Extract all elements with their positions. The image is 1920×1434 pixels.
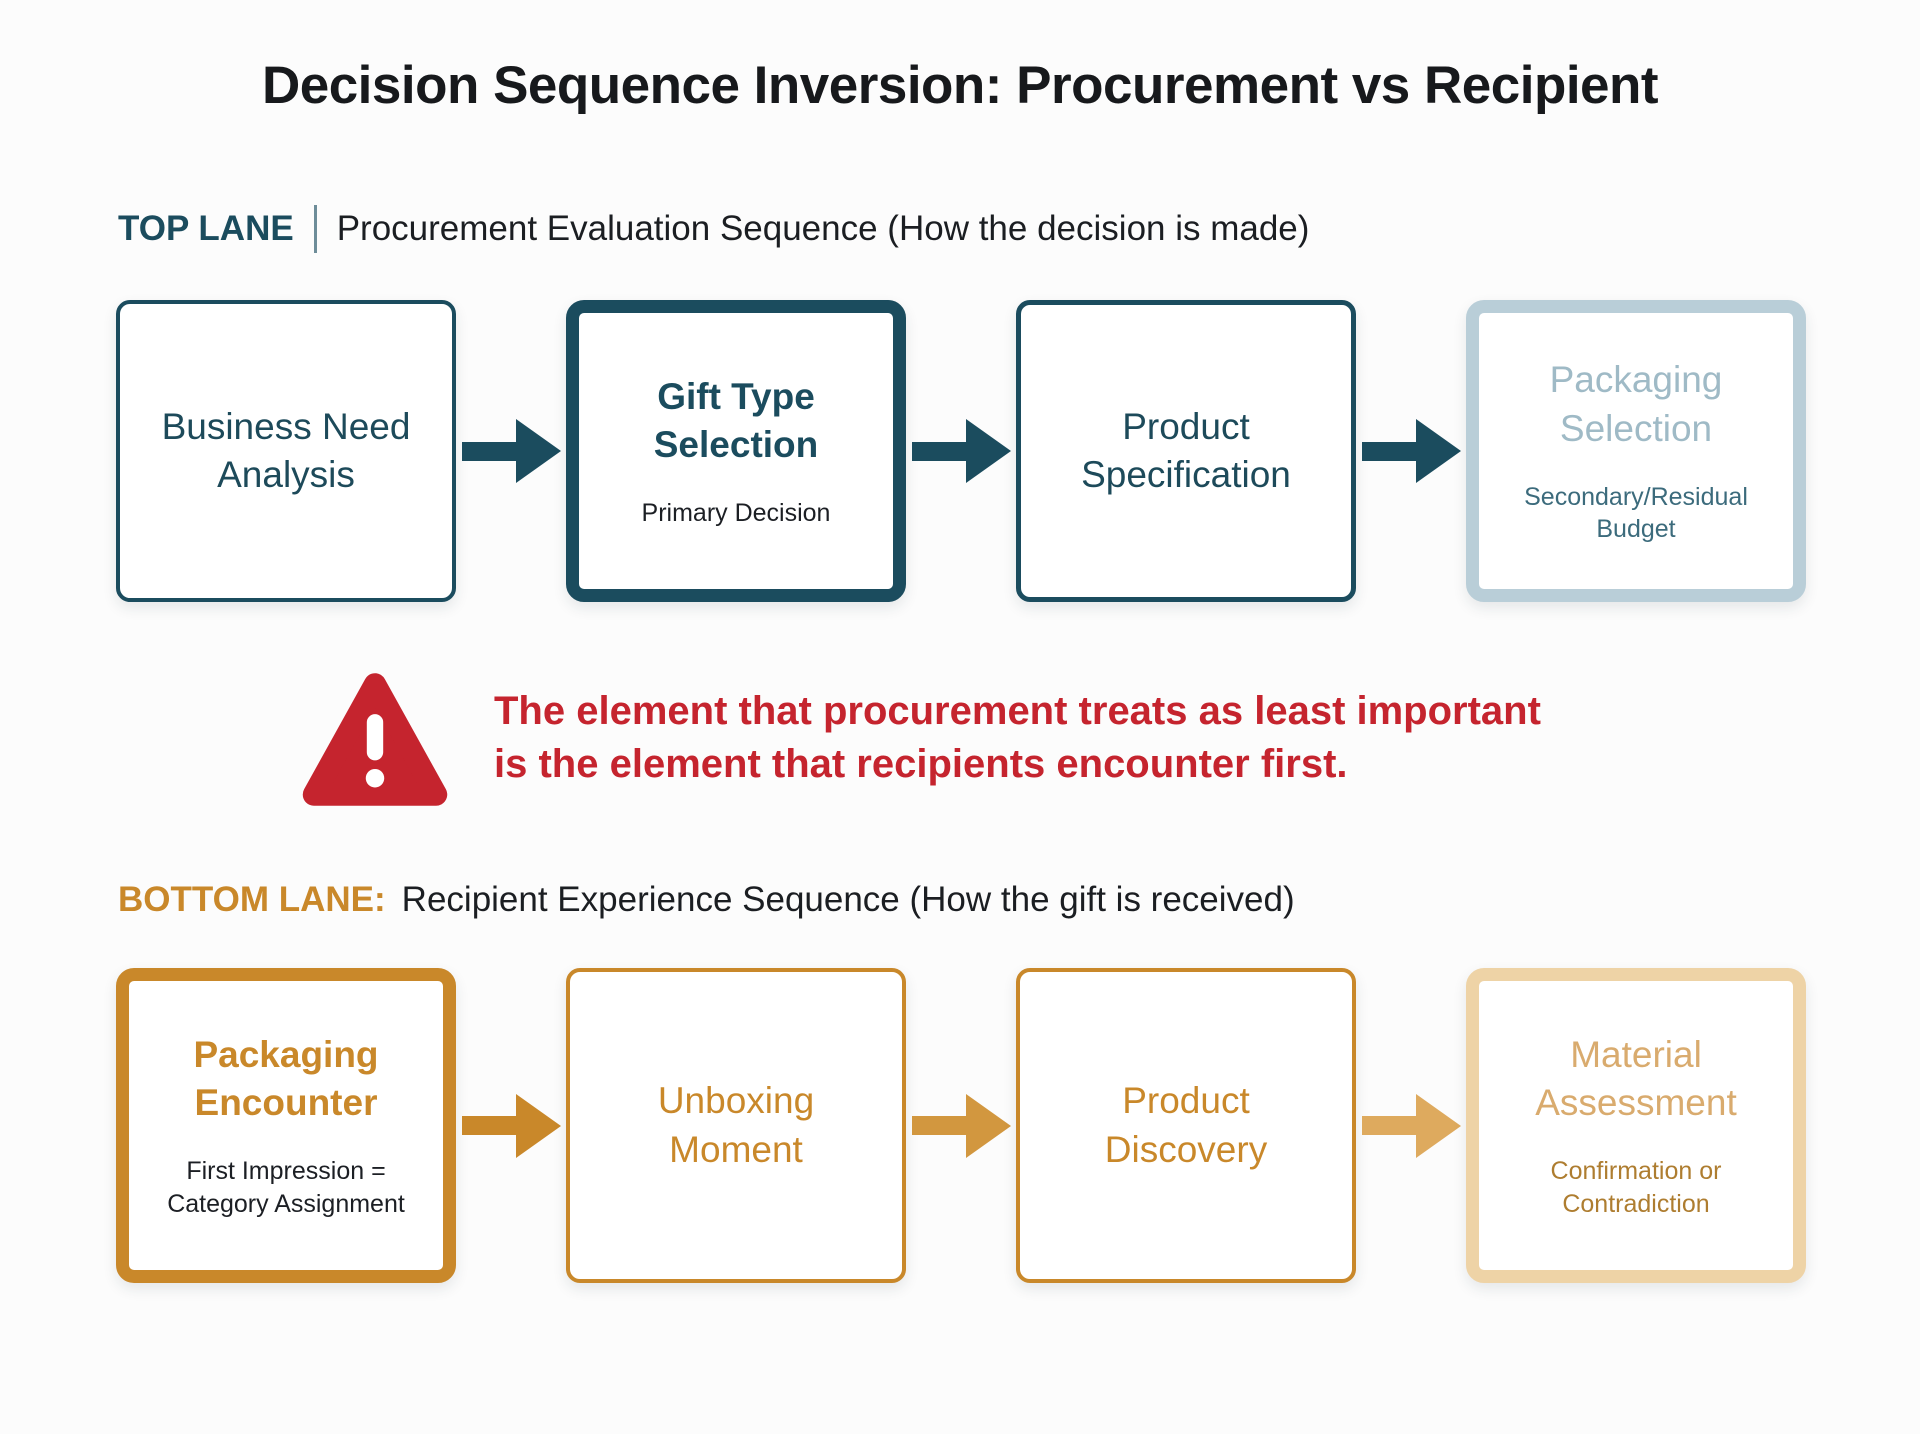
arrow-right-icon [1361,1093,1461,1158]
box-subtitle: Primary Decision [641,498,831,527]
box-subtitle: Secondary/Residual Budget [1524,482,1748,544]
flow-box-product-discovery: Product Discovery [1016,968,1356,1283]
bottom-lane-label: BOTTOM LANE: Recipient Experience Sequen… [118,880,1295,920]
arrow-right-icon [911,419,1011,483]
arrow-right-icon [461,419,561,483]
box-title: Product Specification [1081,405,1291,495]
arrow-right-icon [461,1093,561,1158]
warning-line-2: is the element that recipients encounter… [494,742,1348,786]
bottom-lane-flow: Packaging Encounter First Impression = C… [116,968,1806,1283]
box-title: Gift Type Selection [653,375,819,465]
arrow-cell [1356,300,1466,602]
box-title: Business Need Analysis [161,405,411,495]
warning-text: The element that procurement treats as l… [494,685,1541,791]
flow-box-business-need-analysis: Business Need Analysis [116,300,456,602]
lane-divider [313,205,317,253]
flow-box-product-specification: Product Specification [1016,300,1356,602]
warning-line-1: The element that procurement treats as l… [494,689,1541,734]
arrow-cell [456,968,566,1283]
arrow-cell [906,968,1016,1283]
arrow-right-icon [1361,419,1461,483]
top-lane-tag: TOP LANE [118,209,294,248]
warning-triangle-icon [300,668,450,808]
flow-box-packaging-encounter: Packaging Encounter First Impression = C… [116,968,456,1283]
warning-callout: The element that procurement treats as l… [300,668,1541,808]
box-subtitle: Confirmation or Contradiction [1550,1157,1722,1218]
flow-box-gift-type-selection: Gift Type Selection Primary Decision [566,300,906,602]
flow-box-material-assessment: Material Assessment Confirmation or Cont… [1466,968,1806,1283]
arrow-cell [906,300,1016,602]
arrow-right-icon [911,1093,1011,1158]
bottom-lane-tag: BOTTOM LANE: [118,880,386,919]
arrow-cell [1356,968,1466,1283]
box-subtitle: First Impression = Category Assignment [167,1157,405,1218]
top-lane-description: Procurement Evaluation Sequence (How the… [336,209,1310,248]
arrow-cell [456,300,566,602]
box-title: Material Assessment [1535,1033,1737,1123]
box-title: Packaging Selection [1549,359,1723,449]
box-title: Unboxing Moment [657,1080,815,1170]
top-lane-flow: Business Need Analysis Gift Type Selecti… [116,300,1806,602]
flow-box-packaging-selection: Packaging Selection Secondary/Residual B… [1466,300,1806,602]
page-title: Decision Sequence Inversion: Procurement… [261,56,1659,115]
flow-box-unboxing-moment: Unboxing Moment [566,968,906,1283]
top-lane-label: TOP LANE Procurement Evaluation Sequence… [118,205,1309,253]
bottom-lane-description: Recipient Experience Sequence (How the g… [401,880,1295,919]
box-title: Packaging Encounter [193,1033,379,1123]
box-title: Product Discovery [1104,1080,1268,1170]
